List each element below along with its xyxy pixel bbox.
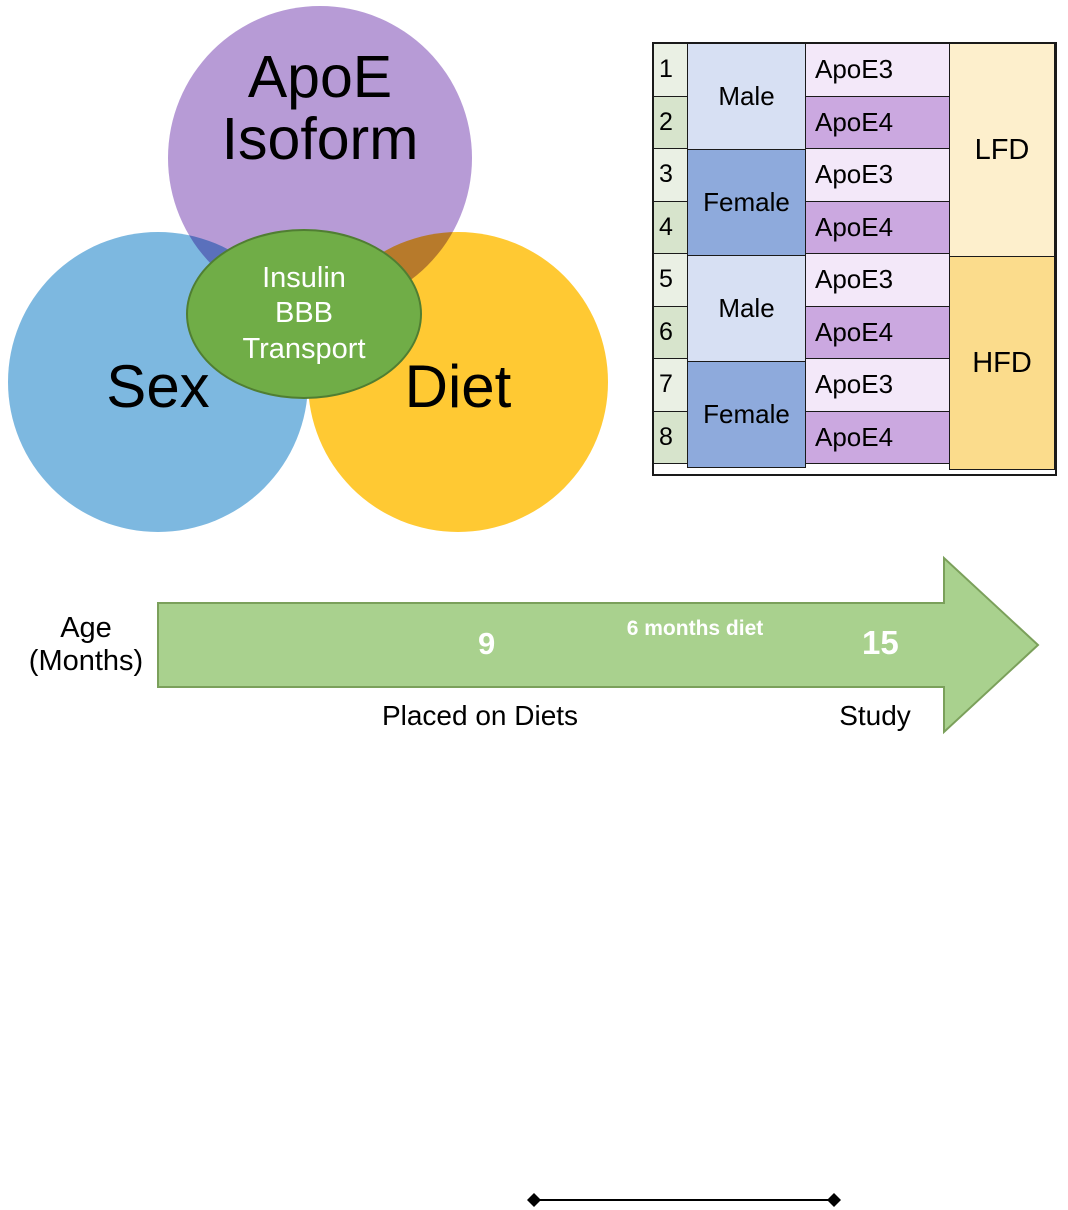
table-cell-group-number: 3	[653, 148, 688, 202]
venn-diagram: ApoE Isoform Sex Diet Insulin BBB Transp…	[0, 0, 620, 560]
table-cell-sex: Male	[687, 255, 806, 362]
table-cell-group-number: 7	[653, 358, 688, 412]
table-cell-sex: Female	[687, 149, 806, 256]
venn-center-intersection: Insulin BBB Transport	[186, 229, 422, 399]
table-cell-isoform: ApoE4	[805, 200, 950, 254]
timeline-age-axis-label: Age (Months)	[28, 612, 144, 678]
table-cell-group-number: 6	[653, 305, 688, 359]
timeline-end-caption: Study	[839, 700, 911, 731]
table-cell-isoform: ApoE4	[805, 305, 950, 359]
timeline-duration-label: 6 months diet	[626, 617, 764, 640]
table-cell-group-number: 2	[653, 95, 688, 149]
arrow-polygon	[157, 555, 1040, 735]
venn-label-sex: Sex	[106, 353, 210, 420]
experimental-design-table: 1 2 3 4 5 6 7 8 Male Female Male Female …	[652, 42, 1057, 476]
table-cell-group-number: 5	[653, 253, 688, 307]
table-cell-diet: LFD	[949, 43, 1055, 257]
table-cell-isoform: ApoE4	[805, 410, 950, 464]
table-cell-diet: HFD	[949, 256, 1055, 470]
table-cell-group-number: 4	[653, 200, 688, 254]
table-cell-isoform: ApoE4	[805, 95, 950, 149]
table-column-sex: Male Female Male Female	[687, 43, 806, 474]
timeline-end-age-value: 15	[862, 624, 899, 661]
table-cell-group-number: 1	[653, 43, 688, 97]
table-cell-group-number: 8	[653, 410, 688, 464]
table-cell-isoform: ApoE3	[805, 148, 950, 202]
span-end-diamond-icon	[827, 1193, 841, 1207]
timeline-span-indicator	[527, 1193, 841, 1207]
venn-label-apoe-isoform: ApoE Isoform	[221, 44, 419, 172]
table-cell-isoform: ApoE3	[805, 253, 950, 307]
table-cell-sex: Male	[687, 43, 806, 150]
table-column-group-number: 1 2 3 4 5 6 7 8	[653, 43, 688, 474]
venn-center-label: Insulin BBB Transport	[242, 261, 366, 365]
table-column-apoe-isoform: ApoE3 ApoE4 ApoE3 ApoE4 ApoE3 ApoE4 ApoE…	[805, 43, 950, 474]
table-cell-sex: Female	[687, 361, 806, 468]
table-cell-isoform: ApoE3	[805, 43, 950, 97]
table-cell-isoform: ApoE3	[805, 358, 950, 412]
timeline-arrow-shape	[157, 555, 1040, 735]
table-column-diet: LFD HFD	[949, 43, 1055, 474]
span-start-diamond-icon	[527, 1193, 541, 1207]
timeline-start-caption: Placed on Diets	[381, 700, 579, 731]
timeline-start-age-value: 9	[478, 626, 496, 661]
venn-label-diet: Diet	[404, 353, 512, 420]
